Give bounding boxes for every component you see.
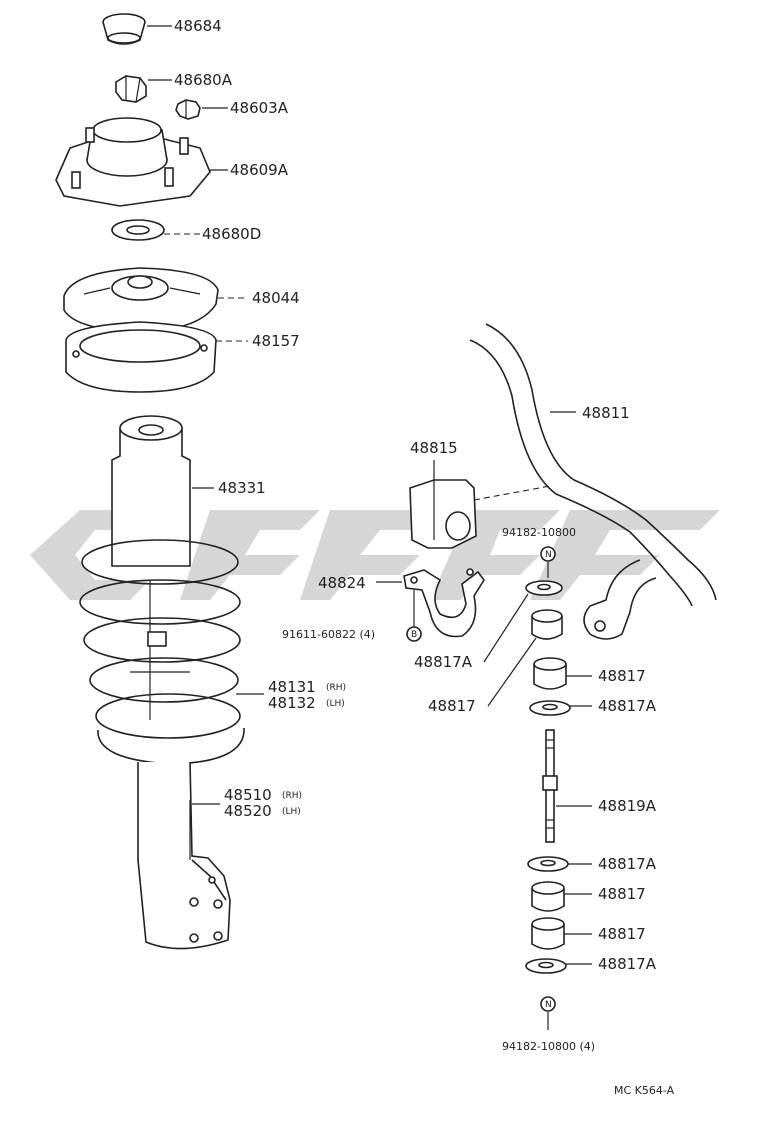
nut-symbol-top	[540, 546, 556, 562]
label-48157[interactable]: 48157	[252, 332, 300, 350]
label-48132[interactable]: 48132	[268, 694, 316, 712]
label-48811[interactable]: 48811	[582, 404, 630, 422]
leader-48817-left	[487, 637, 537, 707]
label-48331[interactable]: 48331	[218, 479, 266, 497]
shock-absorber-48510-48520[interactable]	[137, 761, 231, 950]
label-48680D[interactable]: 48680D	[202, 225, 261, 243]
label-48132-side: (LH)	[326, 699, 345, 709]
cushion-48817-r3[interactable]	[531, 917, 565, 950]
cushion-48817-r2[interactable]	[531, 881, 565, 912]
label-48510[interactable]: 48510	[224, 786, 272, 804]
nut-symbol-bottom	[540, 996, 556, 1012]
label-48819A[interactable]: 48819A	[598, 797, 657, 815]
insulator-48157[interactable]	[65, 321, 217, 393]
label-48131-side: (RH)	[326, 683, 346, 693]
label-94182-top[interactable]: 94182-10800	[502, 526, 576, 539]
label-48520[interactable]: 48520	[224, 802, 272, 820]
washer-48817A-r1[interactable]	[529, 700, 571, 716]
leader-48817A-left	[483, 593, 529, 663]
label-48044[interactable]: 48044	[252, 289, 300, 307]
label-48817-r3[interactable]: 48817	[598, 925, 646, 943]
washer-48817A-r2[interactable]	[527, 856, 569, 872]
label-48520-side: (LH)	[282, 807, 301, 817]
label-91611[interactable]: 91611-60822 (4)	[282, 628, 375, 641]
label-48817-r2[interactable]: 48817	[598, 885, 646, 903]
label-48824[interactable]: 48824	[318, 574, 366, 592]
label-48131[interactable]: 48131	[268, 678, 316, 696]
washer-48680D[interactable]	[111, 219, 165, 241]
label-48817A-r3[interactable]: 48817A	[598, 955, 657, 973]
bumper-48331[interactable]	[111, 415, 191, 567]
figure-code: MC K564-A	[614, 1084, 675, 1097]
label-48815[interactable]: 48815	[410, 439, 458, 457]
leader-48815-to-bar	[473, 485, 551, 501]
dust-cap-48684[interactable]	[102, 13, 146, 45]
label-48684[interactable]: 48684	[174, 17, 222, 35]
washer-48817A-r3[interactable]	[525, 958, 567, 974]
label-48817-r1[interactable]: 48817	[598, 667, 646, 685]
bracket-48824[interactable]	[403, 568, 485, 638]
label-48817A-left[interactable]: 48817A	[414, 653, 473, 671]
nut-symbol-top-letter: N	[545, 550, 552, 560]
cushion-48817-r1[interactable]	[533, 657, 567, 690]
label-48817A-r1[interactable]: 48817A	[598, 697, 657, 715]
bushing-48815[interactable]	[409, 479, 477, 549]
nut-symbol-bottom-letter: N	[545, 1000, 552, 1010]
bolt-symbol-letter: B	[411, 630, 417, 640]
stabilizer-link-48819A[interactable]	[542, 729, 558, 843]
label-94182-bottom[interactable]: 94182-10800 (4)	[502, 1040, 595, 1053]
upper-support-48609A[interactable]	[55, 117, 211, 207]
label-48680A[interactable]: 48680A	[174, 71, 233, 89]
nut-48603A[interactable]	[175, 99, 201, 120]
cushion-48817-upper[interactable]	[531, 609, 563, 640]
label-48510-side: (RH)	[282, 791, 302, 801]
label-48817A-r2[interactable]: 48817A	[598, 855, 657, 873]
stabilizer-bar-48811[interactable]	[469, 323, 717, 640]
spring-seat-48044[interactable]	[63, 267, 219, 333]
label-48603A[interactable]: 48603A	[230, 99, 289, 117]
bolt-symbol	[406, 626, 422, 642]
label-48817-left[interactable]: 48817	[428, 697, 476, 715]
nut-48680A[interactable]	[115, 75, 147, 103]
label-48609A[interactable]: 48609A	[230, 161, 289, 179]
washer-48817A-upper[interactable]	[525, 580, 563, 596]
